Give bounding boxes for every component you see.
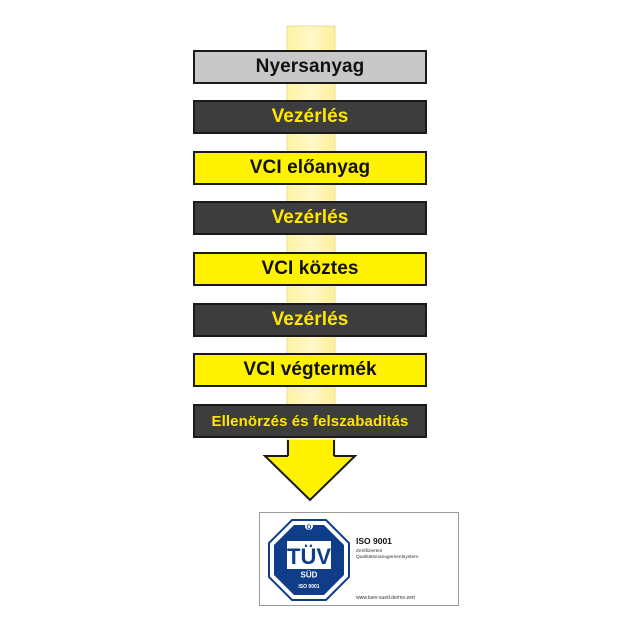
iso-standard-title: ISO 9001: [356, 536, 392, 546]
step-control: Vezérlés: [193, 303, 427, 337]
step-vci-intermediate: VCI köztes: [193, 252, 427, 286]
step-label: VCI előanyag: [249, 157, 371, 178]
step-label: Vezérlés: [271, 309, 349, 330]
step-raw-material: Nyersanyag: [193, 50, 427, 84]
iso-subtitle-line2: Qualitätsmanagementsystem: [356, 555, 419, 560]
step-label: Vezérlés: [271, 106, 349, 127]
logo-text: TÜV: [287, 544, 331, 569]
logo-sub: SÜD: [301, 571, 318, 580]
iso-subtitle-line1: Zertifiziertes: [356, 549, 383, 554]
arrow-shaft: [286, 25, 336, 457]
step-label: VCI végtermék: [243, 359, 377, 380]
logo-letter: Q: [307, 525, 312, 531]
certificate-url: www.tuev-sued.de/ms-zert: [356, 595, 415, 601]
step-control: Vezérlés: [193, 100, 427, 134]
step-label: Nyersanyag: [255, 56, 365, 77]
step-label: Ellenörzés és felszabaditás: [211, 412, 409, 430]
tuv-sud-logo-icon: Q TÜV SÜD ISO 9001: [268, 519, 350, 601]
step-label: VCI köztes: [261, 258, 359, 279]
step-control: Vezérlés: [193, 201, 427, 235]
arrow-head: [262, 455, 358, 502]
step-label: Vezérlés: [271, 207, 349, 228]
iso-standard-subtitle: Zertifiziertes Qualitätsmanagementsystem: [356, 549, 418, 561]
step-vci-precursor: VCI előanyag: [193, 151, 427, 185]
tuv-certificate-badge: Q TÜV SÜD ISO 9001 ISO 9001 Zertifiziert…: [259, 512, 459, 606]
step-vci-final-product: VCI végtermék: [193, 353, 427, 387]
step-inspection-release: Ellenörzés és felszabaditás: [193, 404, 427, 438]
logo-iso: ISO 9001: [298, 584, 319, 590]
